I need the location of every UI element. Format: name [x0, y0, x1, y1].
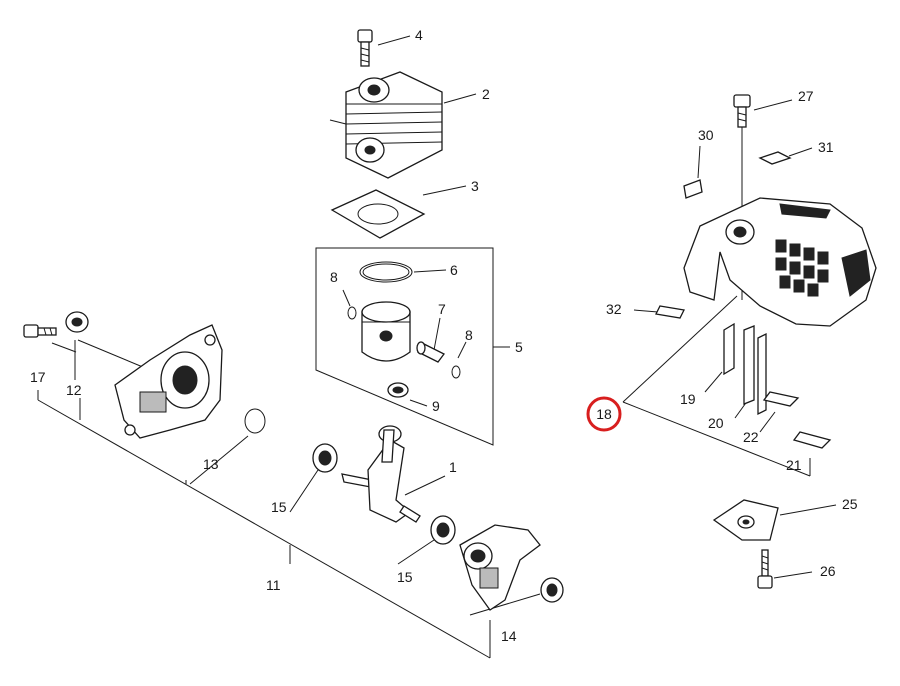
bolt-part-27	[733, 94, 751, 128]
callout-31: 31	[818, 139, 834, 155]
bolt-part-17	[23, 324, 57, 338]
callout-18: 18	[596, 406, 612, 422]
callout-11: 11	[266, 577, 281, 593]
gasket-part-3	[330, 189, 426, 239]
decal-part-32	[655, 305, 685, 319]
circlip-part-13	[244, 408, 266, 434]
clip-part-8	[347, 306, 461, 379]
callout-4: 4	[415, 27, 423, 43]
callout-17: 17	[30, 369, 46, 385]
callout-7: 7	[438, 301, 446, 317]
bearing-part-15b	[430, 515, 456, 545]
crankcase-right	[459, 524, 541, 611]
callout-26: 26	[820, 563, 836, 579]
piston-kit-box-part-5	[315, 247, 494, 446]
cylinder-cover	[683, 197, 877, 327]
callout-15b: 15	[397, 569, 413, 585]
seal-part-14	[540, 577, 564, 603]
leader-lines	[37, 35, 837, 659]
crankshaft-part-1	[341, 425, 421, 523]
callout-12: 12	[66, 382, 82, 398]
bolt-part-26	[757, 549, 773, 589]
bearing-part-9	[387, 382, 409, 398]
pad-part-21	[792, 431, 832, 449]
piston-part	[361, 301, 411, 362]
callout-9: 9	[432, 398, 440, 414]
decal-part-30	[683, 179, 703, 199]
callout-5: 5	[515, 339, 523, 355]
cover-vent-grid	[775, 239, 829, 297]
callout-21: 21	[786, 457, 802, 473]
highlighted-callout-18[interactable]: 18	[586, 396, 622, 432]
crankcase-left	[114, 324, 223, 439]
callout-1: 1	[449, 459, 457, 475]
piston-ring-part-6	[359, 261, 413, 283]
seal-part-12	[65, 311, 89, 333]
callout-labels: 1 2 3 4 5 6 7 8 8 9 11 12 13 14 15 15 17…	[30, 27, 858, 644]
callout-19: 19	[680, 391, 696, 407]
callout-3: 3	[471, 178, 479, 194]
callout-27: 27	[798, 88, 814, 104]
callout-2: 2	[482, 86, 490, 102]
callout-6: 6	[450, 262, 458, 278]
bolt-part-4	[357, 29, 373, 67]
highlight-circle	[586, 396, 622, 432]
pad-part-19	[723, 322, 735, 376]
callout-25: 25	[842, 496, 858, 512]
callout-8a: 8	[330, 269, 338, 285]
decal-part-31	[758, 151, 792, 165]
callout-14: 14	[501, 628, 517, 644]
callout-15a: 15	[271, 499, 287, 515]
pad-part-22	[757, 332, 800, 416]
callout-22: 22	[743, 429, 759, 445]
cylinder-part-2	[329, 71, 443, 179]
pad-part-20	[743, 325, 755, 405]
piston-pin-part-7	[416, 341, 445, 363]
callout-13: 13	[203, 456, 219, 472]
callout-32: 32	[606, 301, 622, 317]
plate-part-25	[712, 499, 779, 541]
callout-20: 20	[708, 415, 724, 431]
callout-8b: 8	[465, 327, 473, 343]
bearing-part-15a	[312, 443, 338, 473]
callout-30: 30	[698, 127, 714, 143]
